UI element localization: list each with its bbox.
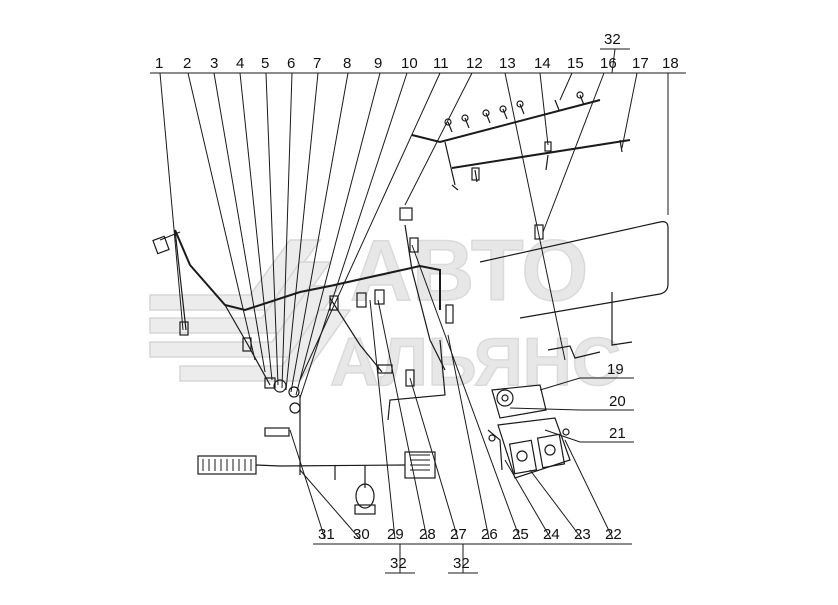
callout-label: 32	[390, 555, 407, 572]
callout-label: 24	[543, 526, 560, 543]
callout-label: 23	[574, 526, 591, 543]
leader-lines-top	[159, 72, 669, 399]
callout-label: 28	[419, 526, 436, 543]
leader-lines-right	[509, 377, 634, 443]
bottom-underlines	[313, 543, 632, 574]
callout-label: 6	[287, 55, 295, 72]
bottom-callouts: 31 30 29 28 27 26 25 24 23 22 32 32	[318, 526, 622, 572]
callout-label: 10	[401, 55, 418, 72]
callout-label: 8	[343, 55, 351, 72]
watermark-logo	[149, 239, 352, 382]
callout-label: 21	[609, 425, 626, 442]
right-callouts: 19 20 21	[607, 361, 626, 442]
callout-label: 30	[353, 526, 370, 543]
callout-label: 15	[567, 55, 584, 72]
callout-label: 2	[183, 55, 191, 72]
watermark-line2: АЛЬЯНС	[330, 324, 621, 400]
top-callouts: 1 2 3 4 5 6 7 8 9 10 11 12 13 14 15 16 1…	[155, 31, 679, 72]
leader-lines-bottom	[289, 244, 614, 540]
callout-label: 3	[210, 55, 218, 72]
watermark-line1: АВТО	[350, 223, 588, 319]
callout-label: 18	[662, 55, 679, 72]
callout-label: 25	[512, 526, 529, 543]
callout-label: 12	[466, 55, 483, 72]
callout-label: 26	[481, 526, 498, 543]
callout-label: 29	[387, 526, 404, 543]
callout-label: 17	[632, 55, 649, 72]
callout-label: 7	[313, 55, 321, 72]
top-underlines	[150, 48, 686, 74]
callout-label: 9	[374, 55, 382, 72]
callout-label: 20	[609, 393, 626, 410]
callout-label: 11	[433, 55, 449, 72]
callout-label: 4	[236, 55, 244, 72]
wiring-harness	[152, 91, 669, 515]
callout-label: 5	[261, 55, 269, 72]
callout-label: 32	[453, 555, 470, 572]
callout-label: 32	[604, 31, 621, 48]
callout-label: 13	[499, 55, 516, 72]
callout-label: 31	[318, 526, 335, 543]
callout-label: 1	[155, 55, 163, 72]
callout-label: 19	[607, 361, 624, 378]
callout-label: 27	[450, 526, 467, 543]
callout-label: 14	[534, 55, 551, 72]
